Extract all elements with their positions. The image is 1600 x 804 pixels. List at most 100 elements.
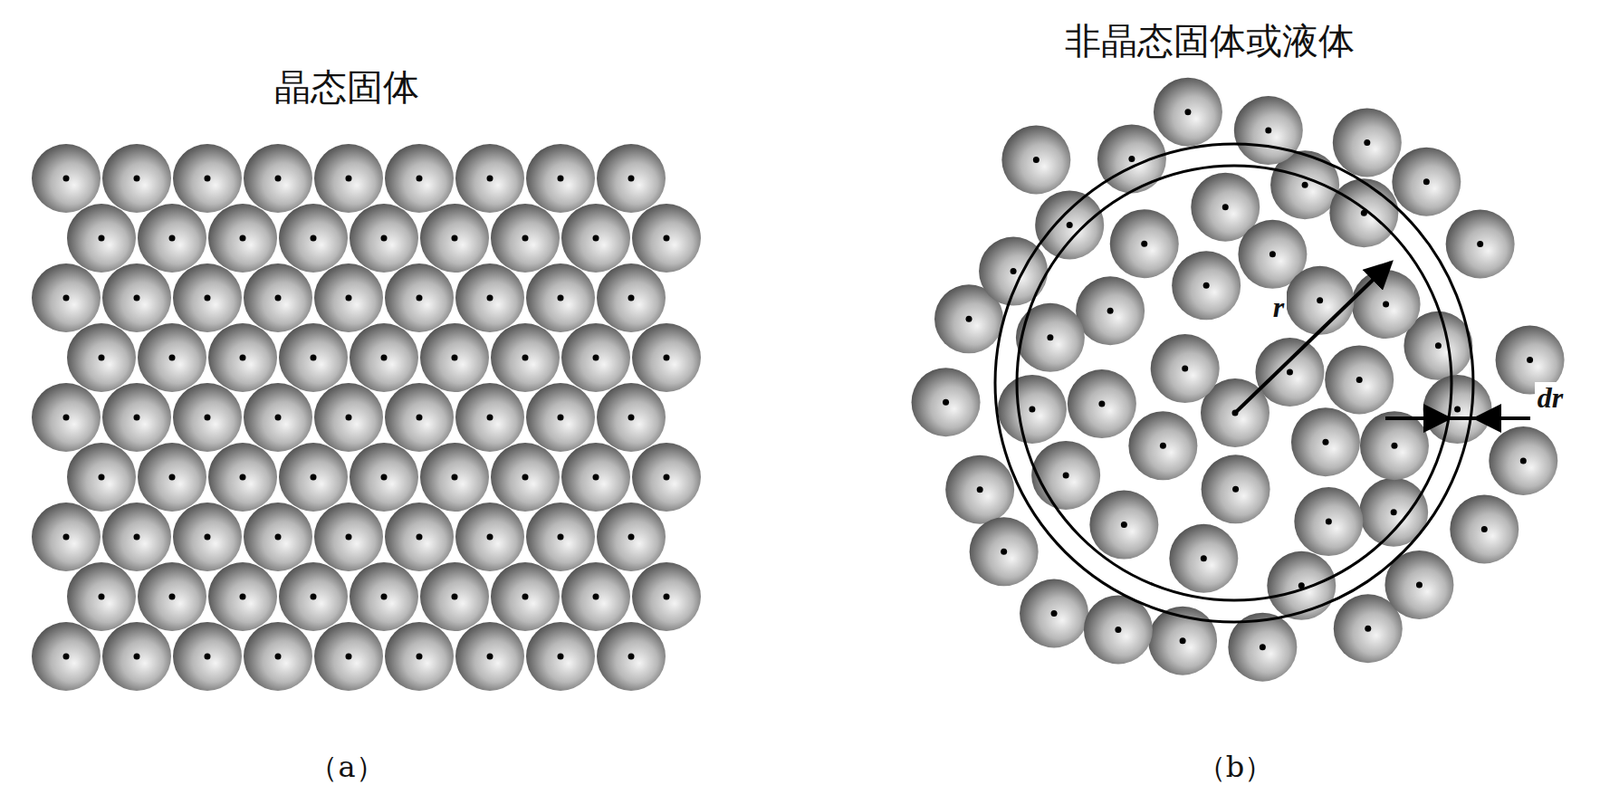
atom-center [628,653,635,661]
atom-center [1423,178,1430,185]
atom-sphere [137,562,207,632]
atom-sphere [384,143,454,213]
atom-sphere [172,383,242,452]
atom-center [1159,442,1167,450]
atom-center [310,474,317,481]
atom-center [1363,139,1371,146]
atom-sphere [596,383,666,452]
atom-sphere [102,143,172,213]
atom-sphere [243,502,313,572]
atom-sphere [31,622,101,691]
atom-center [1063,471,1070,479]
atom-center [942,399,949,406]
atom-sphere [208,323,278,393]
atom-center [134,295,141,302]
atom-center [416,534,423,541]
atom-center [1120,521,1128,528]
atom-center [98,235,106,242]
atom-sphere [632,323,701,393]
atom-center [663,594,671,601]
atom-center [169,594,176,601]
atom-sphere [1285,266,1355,336]
atom-sphere [314,263,384,333]
atom-center [169,354,176,362]
atom-sphere [349,203,419,273]
atom-center [239,474,247,481]
atom-sphere [1034,190,1104,259]
atom-center [1222,203,1229,211]
atom-center [275,653,282,661]
panel-caption: （b） [1197,751,1274,784]
atom-sphere [1449,494,1519,564]
atom-center [628,175,635,183]
atom-center [310,354,317,362]
atom-center [1316,297,1323,304]
atom-sphere [1153,77,1223,147]
atom-sphere [1128,411,1198,480]
atom-center [1200,555,1208,562]
atom-sphere [561,203,631,273]
atom-sphere [1329,178,1399,248]
atom-center [1356,376,1363,384]
atom-center [593,235,600,242]
atom-center [1066,221,1074,229]
atom-center [1028,405,1035,412]
atom-sphere [1031,440,1101,510]
atom-center [522,235,529,242]
atom-center [134,175,141,183]
atom-sphere [349,442,419,512]
atom-sphere [314,502,384,572]
atom-center [663,235,671,242]
atom-sphere [31,383,101,452]
atom-sphere [561,442,631,512]
atom-sphere [1293,487,1363,556]
atom-sphere [1360,411,1429,480]
atom-sphere [596,143,666,213]
atom-center [1179,637,1187,644]
atom-sphere [596,502,666,572]
atom-center [1140,240,1148,248]
atom-sphere [172,622,242,691]
atom-sphere [102,502,172,572]
atom-center [1051,610,1058,617]
atom-sphere [384,263,454,333]
atom-sphere [314,622,384,691]
atom-center [63,175,70,183]
atom-sphere [1015,303,1085,373]
atom-center [275,414,282,422]
atom-sphere [208,562,278,632]
atom-sphere [172,502,242,572]
atom-center [1325,518,1332,526]
shell-thickness-label: dr [1534,382,1566,414]
atom-center [63,414,70,422]
atom-center [204,175,211,183]
atom-center [593,474,600,481]
atom-center [381,594,388,601]
atom-center [204,295,211,302]
atom-center [134,653,141,661]
atom-sphere [1150,334,1220,403]
atom-center [1454,406,1461,413]
atom-sphere [1110,209,1179,278]
atom-sphere [561,562,631,632]
atom-center [1128,155,1135,163]
atom-sphere [67,203,136,273]
atom-sphere [526,502,595,572]
atom-sphere [1423,374,1493,444]
atom-sphere [1234,95,1303,165]
atom-sphere [31,143,101,213]
atom-sphere [1089,490,1159,560]
atom-sphere [67,442,136,512]
atom-sphere [455,383,525,452]
atom-center [977,486,984,493]
atom-center [487,295,494,302]
atom-center [1390,508,1398,516]
atom-sphere [1488,426,1558,496]
atom-sphere [1075,276,1145,345]
atom-sphere [31,502,101,572]
atom-center [1181,365,1189,373]
atom-center [487,175,494,183]
atom-sphere [997,374,1067,444]
radius-arrow [1235,262,1391,413]
